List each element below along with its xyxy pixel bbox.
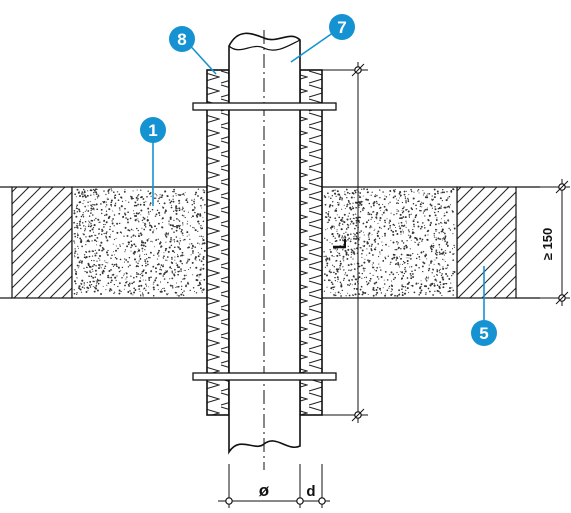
- pipe: [228, 30, 301, 470]
- marker-8-label: 8: [177, 30, 186, 49]
- insulation-left: [206, 69, 230, 416]
- insulation-right: [299, 69, 323, 416]
- marker-5-label: 5: [479, 324, 488, 343]
- marker-7-label: 7: [337, 18, 346, 37]
- marker-7: 7: [329, 14, 355, 40]
- wall-left: [11, 186, 73, 299]
- marker-5: 5: [471, 320, 497, 346]
- clamp-bottom: [192, 372, 337, 381]
- marker-1-label: 1: [148, 121, 157, 140]
- wall-right: [456, 186, 517, 299]
- mortar-fill-left: [71, 186, 208, 299]
- wall-surface-lines: [0, 186, 540, 299]
- wall-depth-dimension: ≥ 150: [540, 179, 570, 306]
- thickness-label: d: [306, 483, 315, 500]
- mortar-fill-right: [321, 186, 458, 299]
- wall-depth-label: ≥ 150: [540, 228, 555, 260]
- clamp-top: [192, 102, 337, 111]
- length-dimension: L: [322, 62, 368, 423]
- length-label: L: [330, 239, 350, 250]
- diameter-label: ø: [259, 481, 270, 500]
- marker-1: 1: [140, 117, 166, 143]
- bottom-dimension: ø d: [218, 464, 330, 508]
- marker-8: 8: [169, 26, 195, 52]
